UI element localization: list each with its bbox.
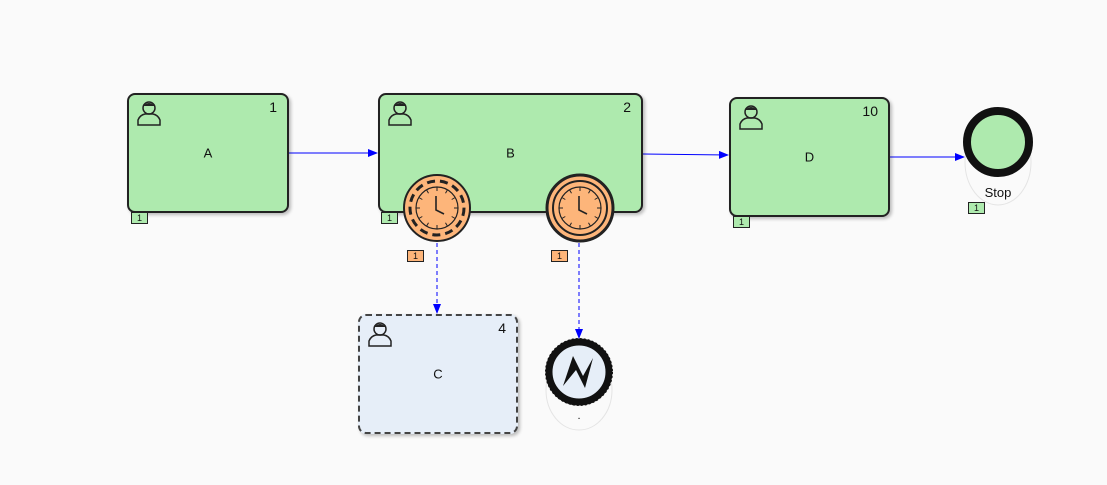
task-c[interactable]: 4 C bbox=[358, 314, 518, 434]
task-b-count-badge: 1 bbox=[381, 212, 398, 224]
flow-b-to-d[interactable] bbox=[642, 150, 729, 159]
timer-event-interrupting[interactable] bbox=[400, 171, 474, 245]
task-d-count-badge: 1 bbox=[733, 216, 750, 228]
user-icon bbox=[739, 105, 763, 130]
task-a-count-badge: 1 bbox=[131, 212, 148, 224]
user-icon bbox=[137, 101, 161, 126]
timer-1-count-badge: 1 bbox=[407, 250, 424, 262]
task-a[interactable]: 1 A bbox=[127, 93, 289, 213]
error-event-label: . bbox=[577, 410, 581, 422]
clock-icon bbox=[415, 186, 459, 230]
end-event-count-badge: 1 bbox=[968, 202, 985, 214]
task-label: C bbox=[433, 366, 443, 382]
end-event-stop[interactable] bbox=[960, 106, 1036, 206]
task-label: D bbox=[804, 149, 815, 165]
task-label: B bbox=[506, 145, 515, 161]
error-end-event[interactable] bbox=[542, 336, 616, 432]
task-number: 4 bbox=[498, 320, 506, 336]
task-d[interactable]: 10 D bbox=[729, 97, 890, 217]
timer-event[interactable] bbox=[543, 171, 617, 245]
user-icon bbox=[388, 101, 412, 126]
lightning-icon bbox=[563, 356, 593, 388]
task-label: A bbox=[203, 145, 213, 161]
task-number: 10 bbox=[862, 103, 878, 119]
user-icon bbox=[368, 322, 392, 347]
timer-2-count-badge: 1 bbox=[551, 250, 568, 262]
task-number: 2 bbox=[623, 99, 631, 115]
clock-icon bbox=[558, 186, 602, 230]
task-number: 1 bbox=[269, 99, 277, 115]
end-event-label: Stop bbox=[984, 185, 1012, 200]
